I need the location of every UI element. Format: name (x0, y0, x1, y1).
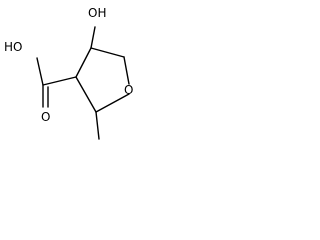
bond-carboxyl-c-oh (36, 57, 44, 86)
bond-c3-c4 (75, 47, 92, 78)
bond-c4-oh (90, 26, 96, 49)
bond-c4-c5 (90, 47, 125, 58)
carboxyl-ho-label: HO (4, 40, 22, 54)
carbonyl-o-label: O (41, 110, 50, 124)
molecule-structure-diagram: OH HO O O (4, 6, 133, 140)
hydroxyl-oh-label: OH (88, 6, 106, 20)
ring-o-label: O (124, 83, 133, 97)
bond-c2-c3 (75, 76, 97, 113)
bond-c3-carboxyl-c (42, 76, 77, 86)
bond-o1-c2 (95, 93, 130, 113)
bond-c2-methyl (95, 111, 100, 140)
bond-c5-o1 (123, 56, 130, 85)
